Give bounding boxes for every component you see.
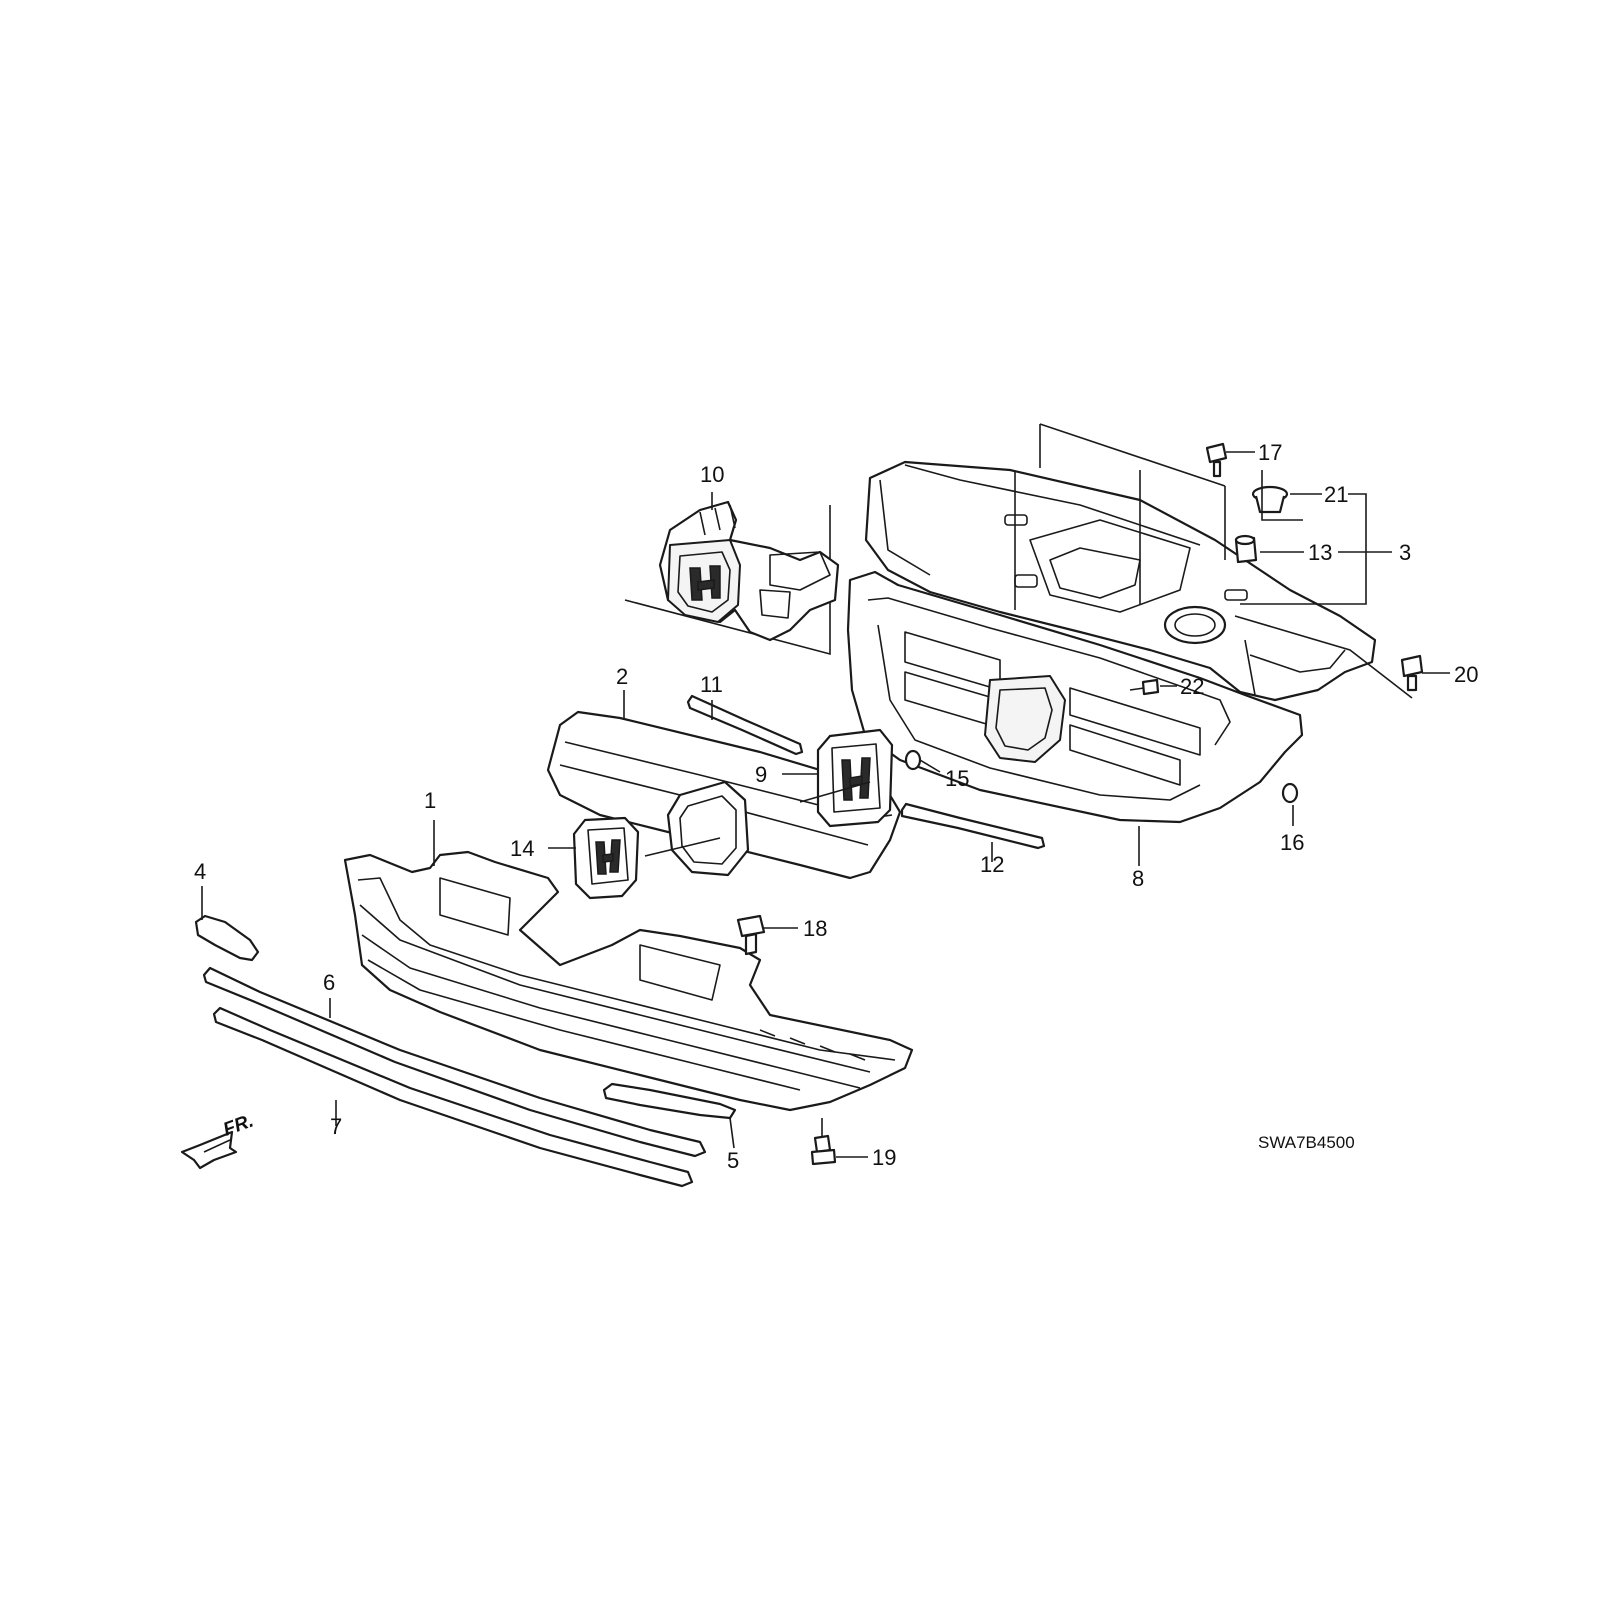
emblem-part-14 <box>572 816 640 900</box>
strip-part-11 <box>686 694 804 756</box>
upper-cover-part-3 <box>864 460 1377 702</box>
callout-9: 9 <box>755 762 767 787</box>
molding-part-7 <box>212 1006 694 1188</box>
front-marker-label: FR. <box>221 1110 257 1140</box>
callout-12: 12 <box>980 852 1004 877</box>
leader-lines <box>201 423 1450 1158</box>
callout-14: 14 <box>510 836 534 861</box>
screw-part-20 <box>1400 654 1424 692</box>
callout-21: 21 <box>1324 482 1348 507</box>
callout-16: 16 <box>1280 830 1304 855</box>
callout-7: 7 <box>330 1114 342 1139</box>
callout-2: 2 <box>616 664 628 689</box>
clip-part-13 <box>1234 534 1258 564</box>
emblem-part-9 <box>816 728 894 828</box>
callout-3: 3 <box>1399 540 1411 565</box>
callout-18: 18 <box>803 916 827 941</box>
callout-20: 20 <box>1454 662 1478 687</box>
molding-part-6 <box>202 966 707 1158</box>
callout-15: 15 <box>945 766 969 791</box>
upper-grille-part-2 <box>546 710 902 880</box>
callout-6: 6 <box>323 970 335 995</box>
front-direction-arrow <box>180 1130 238 1170</box>
callout-22: 22 <box>1180 674 1204 699</box>
emblem-bracket-part-10 <box>624 500 840 656</box>
screw-part-22 <box>1129 678 1160 696</box>
callout-19: 19 <box>872 1145 896 1170</box>
nut-part-15 <box>904 749 922 771</box>
diagram-code: SWA7B4500 <box>1258 1133 1355 1152</box>
nut-part-16 <box>1281 782 1299 804</box>
callout-17: 17 <box>1258 440 1282 465</box>
grommet-part-21 <box>1251 485 1289 514</box>
callout-1: 1 <box>424 788 436 813</box>
callout-4: 4 <box>194 859 206 884</box>
clip-part-18 <box>736 914 766 956</box>
fastener-part-17 <box>1205 442 1228 478</box>
lower-grille-part-1 <box>343 850 914 1112</box>
grille-base-part-8 <box>846 570 1304 824</box>
callout-8: 8 <box>1132 866 1144 891</box>
callout-13: 13 <box>1308 540 1332 565</box>
callout-labels: 1 2 3 4 5 6 7 8 9 10 11 12 13 14 15 16 1… <box>194 440 1478 1173</box>
molding-part-4 <box>194 914 260 962</box>
callout-11: 11 <box>700 672 723 697</box>
molding-part-5 <box>602 1082 737 1120</box>
bolt-part-19 <box>810 1134 837 1166</box>
callout-10: 10 <box>700 462 724 487</box>
callout-5: 5 <box>727 1148 739 1173</box>
strip-part-12 <box>900 802 1046 850</box>
